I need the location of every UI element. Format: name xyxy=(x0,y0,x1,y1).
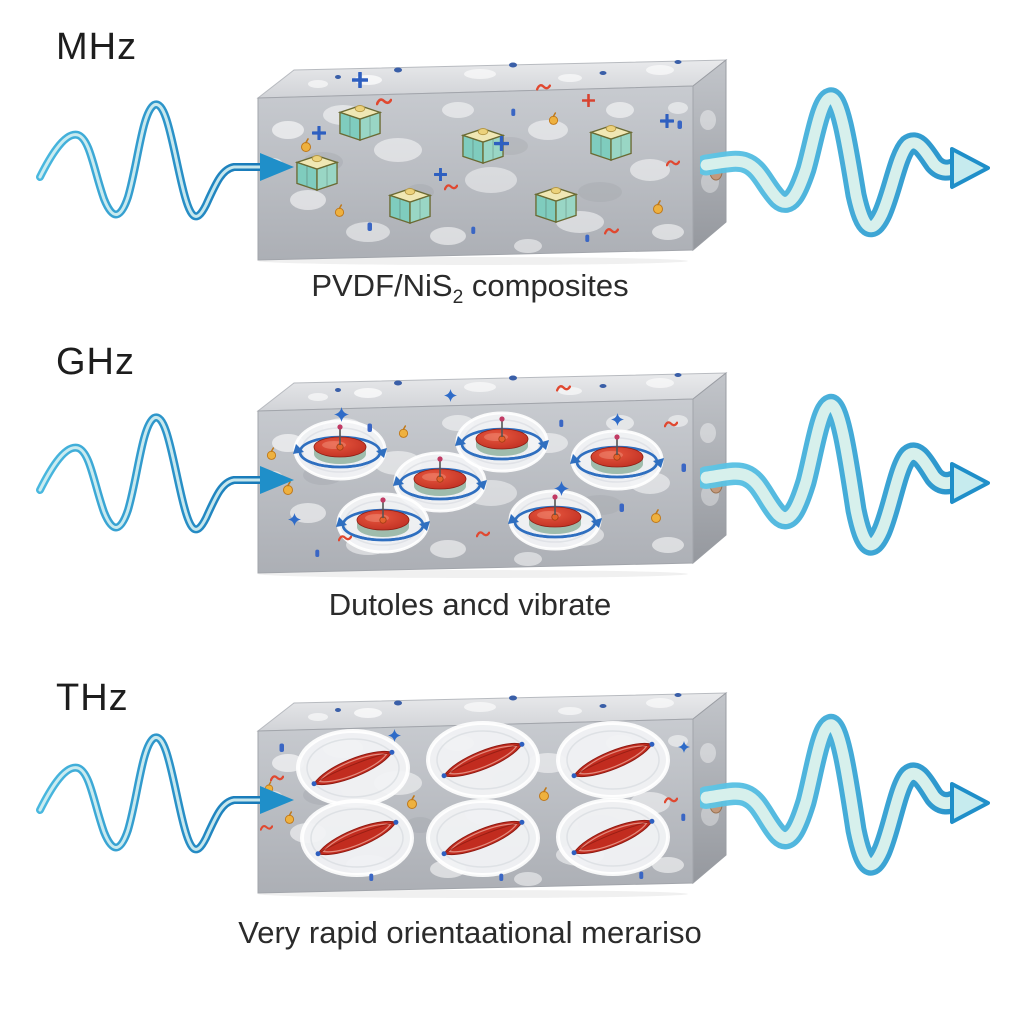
vibrating-dipole-icon xyxy=(426,799,540,877)
blue-speck-icon xyxy=(471,226,476,234)
arrowhead-icon xyxy=(950,462,990,504)
nanoparticle-cube-icon xyxy=(339,104,381,141)
blue-speck-icon xyxy=(681,813,686,821)
frequency-label-thz: THz xyxy=(56,677,129,719)
caption-mhz: PVDF/NiS2 composites xyxy=(0,268,940,309)
blue-speck-icon xyxy=(367,423,372,432)
rotating-dipole-icon xyxy=(292,419,388,481)
composite-block-mhz xyxy=(257,59,727,265)
nanoparticle-cube-icon xyxy=(296,154,338,191)
row-mhz: MHz xyxy=(0,0,1024,400)
incoming-wave-ghz xyxy=(36,413,294,534)
blue-speck-icon xyxy=(559,419,564,427)
incoming-wave-mhz xyxy=(36,100,294,221)
rotating-dipole-icon xyxy=(569,429,665,491)
blue-speck-icon xyxy=(585,234,590,242)
blue-speck-icon xyxy=(619,503,624,512)
caption-thz: Very rapid orientaational merariso xyxy=(0,915,940,956)
outgoing-wave-mhz xyxy=(700,87,990,238)
arrowhead-icon xyxy=(260,466,294,494)
vibrating-dipole-icon xyxy=(296,729,410,807)
nanoparticle-cube-icon xyxy=(590,124,632,161)
nanoparticle-cube-icon xyxy=(389,187,431,224)
caption-text: Dutoles ancd vibrate xyxy=(328,587,612,622)
frequency-label-mhz: MHz xyxy=(56,26,138,68)
vibrating-dipole-icon xyxy=(556,798,670,876)
blue-speck-icon xyxy=(315,549,320,557)
vibrating-dipole-icon xyxy=(556,721,670,799)
caption-text: Very rapid orientaational merariso xyxy=(238,915,702,950)
vibrating-dipole-icon xyxy=(426,721,540,799)
blue-speck-icon xyxy=(639,871,644,879)
outgoing-wave-ghz xyxy=(700,394,990,556)
vibrating-dipole-icon xyxy=(300,799,414,877)
row-ghz: GHz xyxy=(0,313,1024,713)
nanoparticle-cube-icon xyxy=(535,186,577,223)
caption-text-rest: composites xyxy=(463,268,629,303)
blue-speck-icon xyxy=(499,873,504,881)
rotating-dipole-icon xyxy=(335,492,431,554)
caption-subscript: 2 xyxy=(452,287,464,309)
arrowhead-icon xyxy=(950,147,990,189)
arrowhead-icon xyxy=(260,786,294,814)
arrowhead-icon xyxy=(950,782,990,824)
rotating-dipole-icon xyxy=(507,489,603,551)
rotating-dipole-icon xyxy=(454,411,550,473)
composite-block-ghz xyxy=(257,372,727,578)
blue-speck-icon xyxy=(367,222,372,231)
frequency-label-ghz: GHz xyxy=(56,341,135,383)
composite-block-thz xyxy=(257,692,727,898)
blue-speck-icon xyxy=(681,463,686,472)
nanoparticle-cube-icon xyxy=(462,127,504,164)
outgoing-wave-thz xyxy=(700,714,990,876)
blue-speck-icon xyxy=(677,120,682,129)
blue-speck-icon xyxy=(369,873,374,881)
caption-text: PVDF/NiS xyxy=(311,268,453,303)
arrowhead-icon xyxy=(260,153,294,181)
blue-speck-icon xyxy=(511,108,516,116)
caption-ghz: Dutoles ancd vibrate xyxy=(0,587,940,628)
row-thz: THz xyxy=(0,633,1024,1024)
incoming-wave-thz xyxy=(36,733,294,854)
